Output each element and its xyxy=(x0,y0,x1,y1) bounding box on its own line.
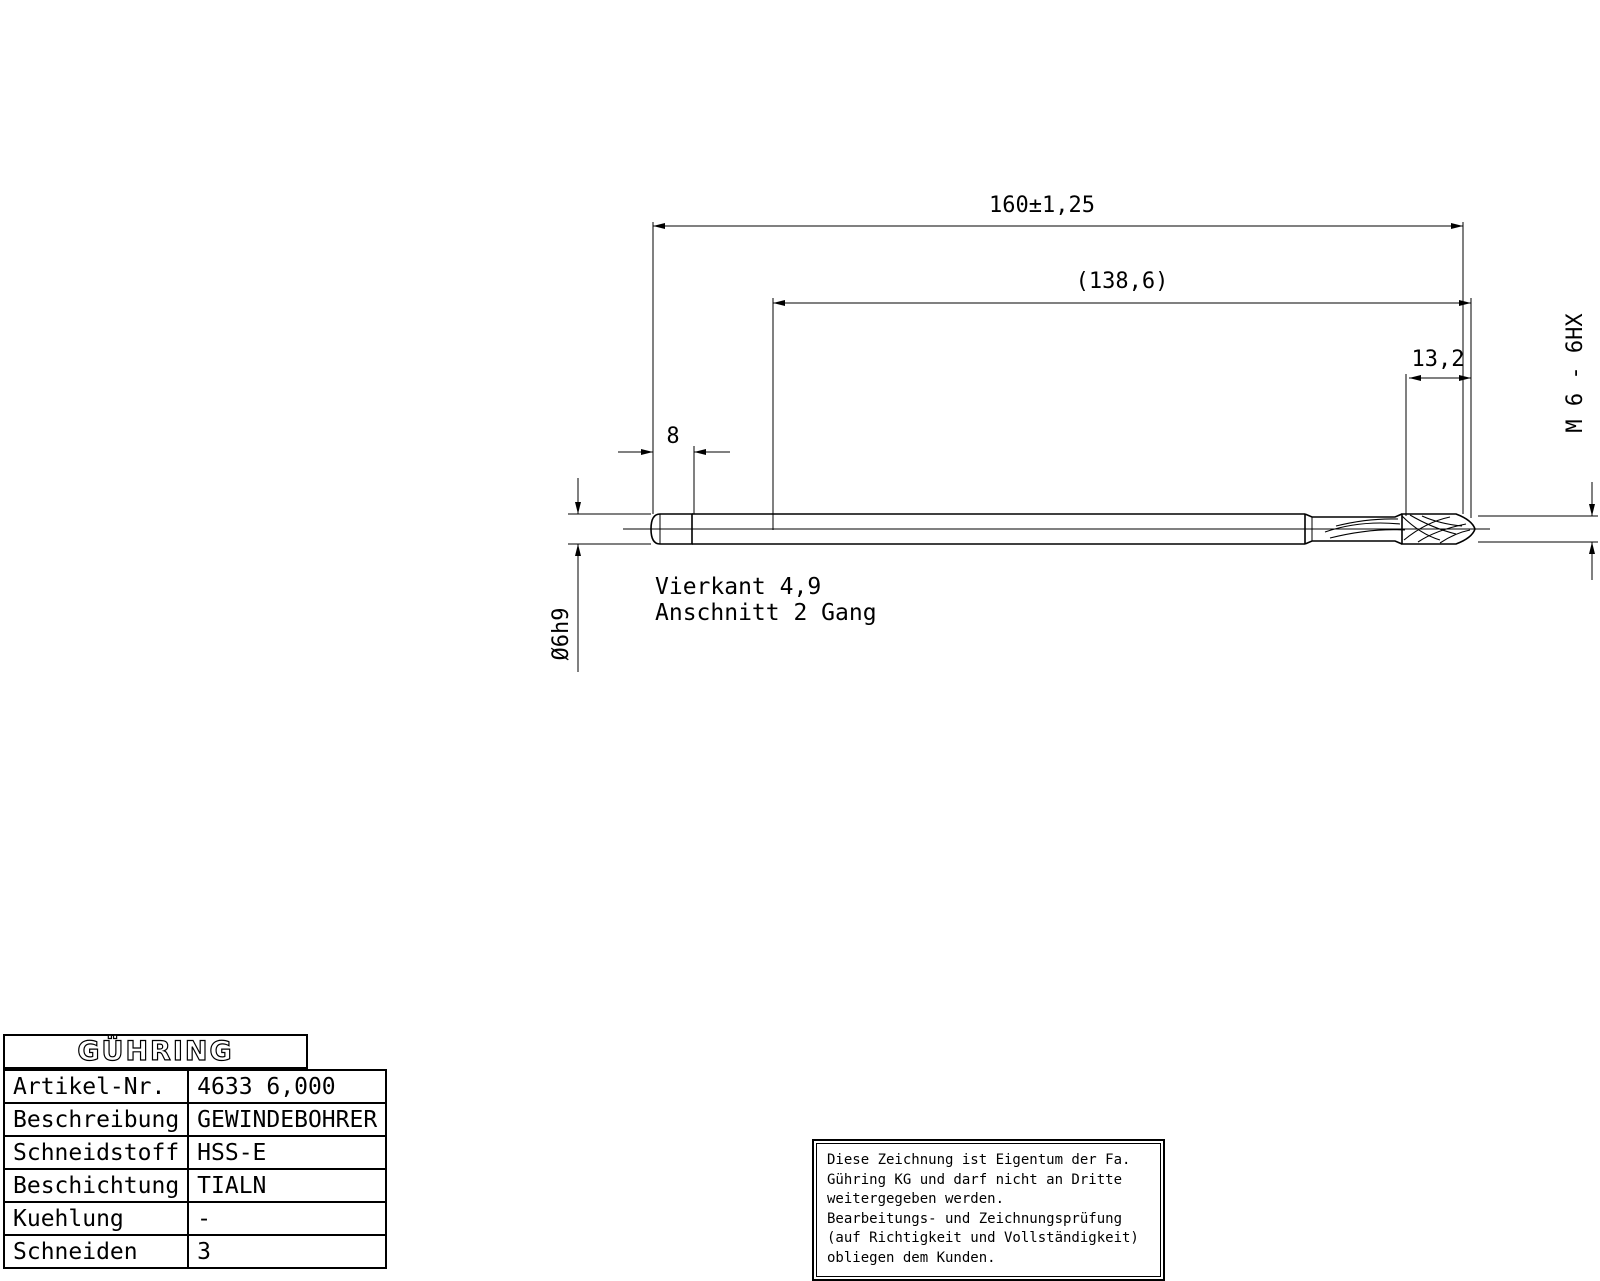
company-logo: GÜHRING xyxy=(77,1035,234,1067)
dim-shank-diameter-label: Ø6h9 xyxy=(549,608,574,661)
notice-line: obliegen dem Kunden. xyxy=(827,1249,996,1266)
property-key: Beschreibung xyxy=(2,1102,190,1137)
note-chamfer: Anschnitt 2 Gang xyxy=(655,600,877,626)
flute-lines xyxy=(1324,514,1471,544)
notice-line: (auf Richtigkeit und Vollständigkeit) xyxy=(827,1230,1139,1246)
table-row: Beschreibung GEWINDEBOHRER xyxy=(2,1102,388,1137)
dim-shank-to-tip-label: (138,6) xyxy=(1076,269,1169,294)
dim-thread-length xyxy=(1405,374,1471,516)
property-value: TIALN xyxy=(187,1168,388,1203)
dim-thread-spec xyxy=(1478,482,1598,580)
dim-thread-length-label: 13,2 xyxy=(1412,347,1465,372)
property-key: Schneiden xyxy=(2,1234,190,1269)
table-row: Schneidstoff HSS-E xyxy=(2,1135,388,1170)
dim-square-length xyxy=(618,446,730,514)
table-row: Beschichtung TIALN xyxy=(2,1168,388,1203)
properties-table: Artikel-Nr. 4633 6,000 Beschreibung GEWI… xyxy=(2,1069,388,1269)
dim-square-length-label: 8 xyxy=(666,424,679,449)
tap-outline xyxy=(623,513,1490,545)
notice-line: Diese Zeichnung ist Eigentum der Fa. xyxy=(827,1152,1131,1168)
dim-shank-diameter xyxy=(568,478,651,672)
property-value: - xyxy=(187,1201,388,1236)
ownership-notice-inner: Diese Zeichnung ist Eigentum der Fa. Güh… xyxy=(816,1143,1161,1277)
notice-line: Gühring KG und darf nicht an Dritte xyxy=(827,1171,1123,1188)
property-value: HSS-E xyxy=(187,1135,388,1170)
dim-overall-length xyxy=(652,222,1464,514)
property-value: 4633 6,000 xyxy=(187,1069,388,1104)
property-key: Artikel-Nr. xyxy=(2,1069,190,1104)
logo-cell: GÜHRING xyxy=(3,1034,308,1069)
table-row: Schneiden 3 xyxy=(2,1234,388,1269)
property-key: Schneidstoff xyxy=(2,1135,190,1170)
note-square: Vierkant 4,9 xyxy=(655,574,821,600)
property-key: Beschichtung xyxy=(2,1168,190,1203)
property-value: GEWINDEBOHRER xyxy=(187,1102,388,1137)
dim-thread-spec-label: M 6 - 6HX xyxy=(1563,313,1588,433)
property-value: 3 xyxy=(187,1234,388,1269)
property-key: Kuehlung xyxy=(2,1201,190,1236)
table-row: Kuehlung - xyxy=(2,1201,388,1236)
notice-line: Bearbeitungs- und Zeichnungsprüfung xyxy=(827,1210,1123,1227)
notice-line: weitergegeben werden. xyxy=(827,1191,1005,1207)
table-row: Artikel-Nr. 4633 6,000 xyxy=(2,1069,388,1104)
dim-overall-length-label: 160±1,25 xyxy=(989,193,1095,218)
dim-shank-to-tip xyxy=(772,298,1472,530)
ownership-notice: Diese Zeichnung ist Eigentum der Fa. Güh… xyxy=(812,1139,1165,1281)
